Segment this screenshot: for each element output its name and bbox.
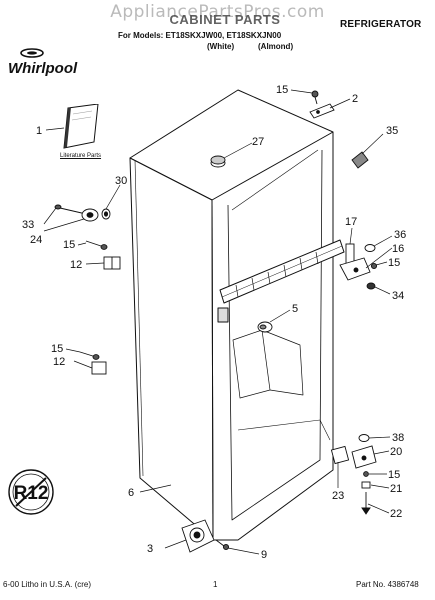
callout-5: 5 [292,303,298,315]
callout-20: 20 [390,446,402,458]
callout-34: 34 [392,290,404,302]
part-15-screw-center [370,262,378,270]
color-almond: (Almond) [258,42,294,51]
footer-page-number: 1 [213,580,218,589]
part-34-nut [366,282,376,290]
callout-21: 21 [390,483,402,495]
callout-3: 3 [147,543,153,555]
callout-17: 17 [345,216,357,228]
part-35-cap [351,151,369,169]
diagram-title: CABINET PARTS [169,12,281,27]
callout-23: 23 [332,490,344,502]
footer-litho: 6-00 Litho in U.S.A. (cre) [3,580,92,589]
part-15-screw-top [311,90,319,98]
callout-38: 38 [392,432,404,444]
literature-parts-caption: Literature Parts [60,153,102,159]
callout-33: 33 [22,219,34,231]
callout-6: 6 [128,487,134,499]
callout-2: 2 [352,93,358,105]
callout-36: 36 [394,229,406,241]
cabinet-front-edge [211,199,214,541]
callout-15-top: 15 [276,84,288,96]
part-9-screw [215,539,225,547]
part-23-bottom-hinge-plate [330,445,350,465]
literature-parts-card [63,104,99,149]
callout-24: 24 [30,234,42,246]
left-flange-bracket [217,307,229,323]
callout-35: 35 [386,125,398,137]
callout-15-center: 15 [388,257,400,269]
callout-12-upper: 12 [70,259,82,271]
cabinet-back-edge [213,132,334,541]
whirlpool-logo: Whirlpool [8,48,78,77]
appliance-type: REFRIGERATOR [340,19,422,30]
callout-12-lower: 12 [53,356,65,368]
callout-15-bottom: 15 [388,469,400,481]
part-36-washer [364,244,376,252]
part-33-shoulder-bolt [59,207,87,215]
callout-30: 30 [115,175,127,187]
part-12-hinge-left-lower [91,361,107,375]
callout-1: 1 [36,125,42,137]
part-38-washer [358,434,370,442]
callout-16: 16 [392,243,404,255]
callout-9: 9 [261,549,267,561]
footer-part-number: Part No. 4386748 [356,580,419,589]
color-white: (White) [207,42,235,51]
callout-27: 27 [252,136,264,148]
liner-recess [232,329,271,399]
r12-badge: R12 [8,469,54,515]
callout-15-left-upper: 15 [63,239,75,251]
callout-15-left-lower: 15 [51,343,63,355]
brand-wordmark: Whirlpool [8,60,78,77]
part-15-screw-bottom [363,471,369,477]
part-21-spacer [361,481,371,489]
model-numbers: For Models: ET18SKXJW00, ET18SKXJN00 [118,31,282,40]
callout-22: 22 [390,508,402,520]
r12-badge-label: R12 [14,483,49,504]
cabinet-left-side [129,157,214,541]
watermark: AppliancePartsPros.com [110,2,325,22]
part-2-top-hinge [309,103,335,119]
